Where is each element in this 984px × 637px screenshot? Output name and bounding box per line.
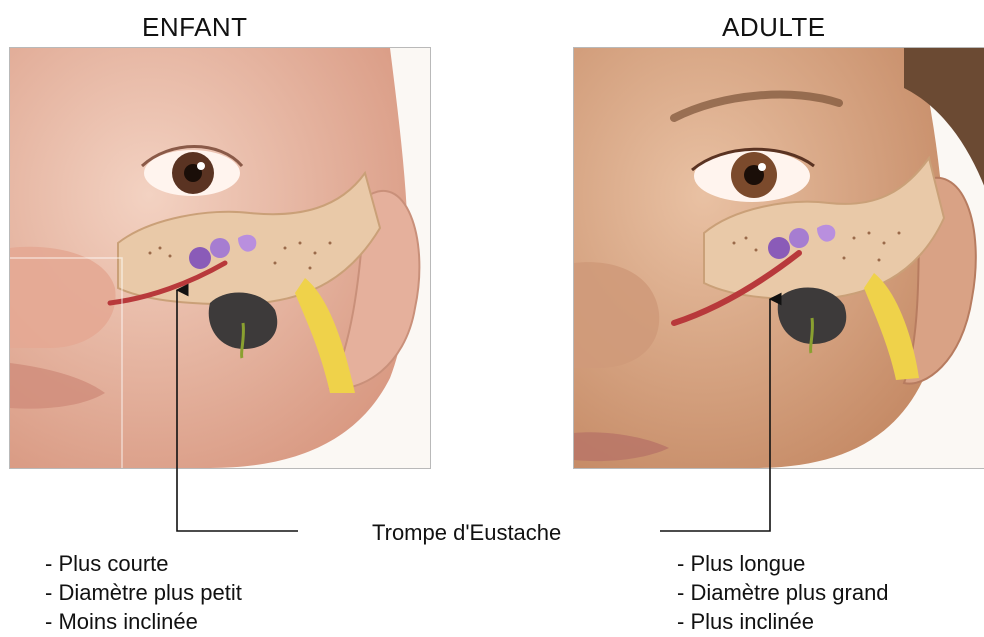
child-feature-item: - Moins inclinée (45, 607, 242, 636)
adult-feature-item: - Plus inclinée (677, 607, 889, 636)
child-features: - Plus courte - Diamètre plus petit - Mo… (45, 549, 242, 636)
child-heading: ENFANT (142, 12, 248, 43)
adult-feature-item: - Plus longue (677, 549, 889, 578)
child-feature-item: - Diamètre plus petit (45, 578, 242, 607)
child-eye (142, 147, 242, 197)
adult-feature-item: - Diamètre plus grand (677, 578, 889, 607)
adult-features: - Plus longue - Diamètre plus grand - Pl… (677, 549, 889, 636)
child-feature-item: - Plus courte (45, 549, 242, 578)
adult-illustration (573, 47, 984, 469)
eustachian-tube-label: Trompe d'Eustache (372, 520, 561, 546)
child-illustration (9, 47, 431, 469)
adult-heading: ADULTE (722, 12, 826, 43)
